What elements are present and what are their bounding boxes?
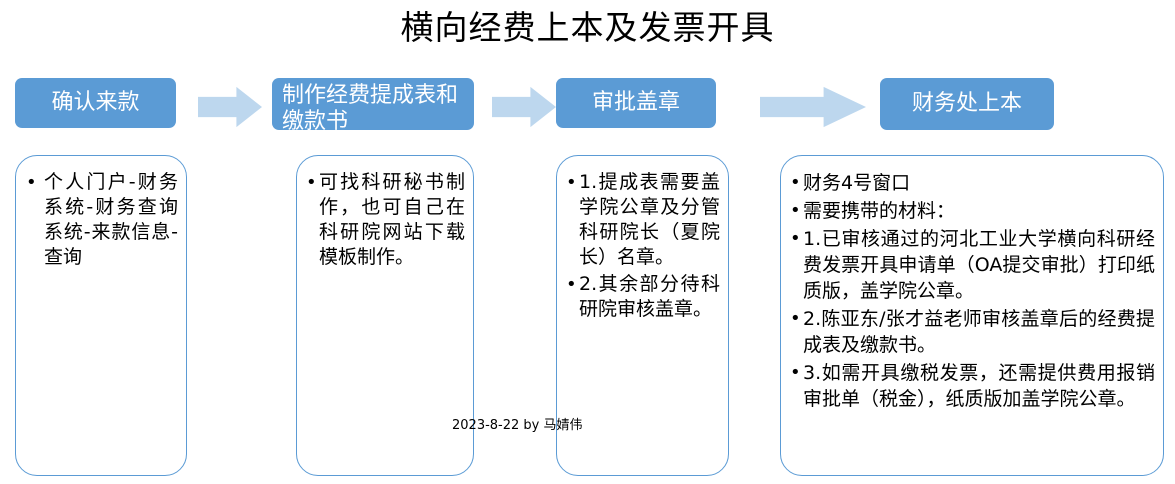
list-item: 个人门户-财务系统-财务查询系统-来款信息-查询 [24,170,178,270]
list-item: 2.其余部分待科研院审核盖章。 [565,272,720,322]
list-item: 3.如需开具缴税发票，还需提供费用报销审批单（税金），纸质版加盖学院公章。 [789,360,1155,412]
right-arrow-shape [492,86,556,128]
list-item: 1.提成表需要盖学院公章及分管科研院长（夏院长）名章。 [565,170,720,270]
list-item: 财务4号窗口 [789,170,1155,196]
stage-header-label: 制作经费提成表和缴款书 [282,83,459,130]
stage-header-label: 财务处上本 [911,91,1022,116]
stage-header-prepare-forms[interactable]: 制作经费提成表和缴款书 [272,78,474,130]
right-arrow-shape [198,86,262,128]
list-item: 1.已审核通过的河北工业大学横向科研经费发票开具申请单（OA提交审批）打印纸质版… [789,226,1155,304]
right-arrow-icon [198,86,262,128]
stage-header-label: 审批盖章 [591,90,680,115]
stage-header-approval-stamp[interactable]: 审批盖章 [556,78,716,128]
detail-box-prepare-forms: 可找科研秘书制作，也可自己在科研院网站下载模板制作。 [296,155,474,476]
stage-header-label: 确认来款 [51,90,140,115]
page-title: 横向经费上本及发票开具 [400,8,775,47]
right-arrow-shape [760,86,866,128]
stage-header-confirm-payment[interactable]: 确认来款 [15,78,176,128]
stage-header-finance-office[interactable]: 财务处上本 [880,78,1054,130]
right-arrow-icon [492,86,556,128]
detail-list: 个人门户-财务系统-财务查询系统-来款信息-查询 [24,170,178,270]
list-item: 需要携带的材料： [789,198,1155,224]
detail-box-confirm-payment: 个人门户-财务系统-财务查询系统-来款信息-查询 [15,155,187,476]
detail-box-approval-stamp: 1.提成表需要盖学院公章及分管科研院长（夏院长）名章。 2.其余部分待科研院审核… [556,155,729,476]
detail-list: 1.提成表需要盖学院公章及分管科研院长（夏院长）名章。 2.其余部分待科研院审核… [565,170,720,322]
detail-list: 可找科研秘书制作，也可自己在科研院网站下载模板制作。 [305,170,465,270]
right-arrow-icon [760,86,866,128]
detail-box-finance-office: 财务4号窗口 需要携带的材料： 1.已审核通过的河北工业大学横向科研经费发票开具… [780,155,1164,476]
footer-credit: 2023-8-22 by 马婧伟 [452,418,583,433]
detail-list: 财务4号窗口 需要携带的材料： 1.已审核通过的河北工业大学横向科研经费发票开具… [789,170,1155,412]
list-item: 2.陈亚东/张才益老师审核盖章后的经费提成表及缴款书。 [789,306,1155,358]
list-item: 可找科研秘书制作，也可自己在科研院网站下载模板制作。 [305,170,465,270]
